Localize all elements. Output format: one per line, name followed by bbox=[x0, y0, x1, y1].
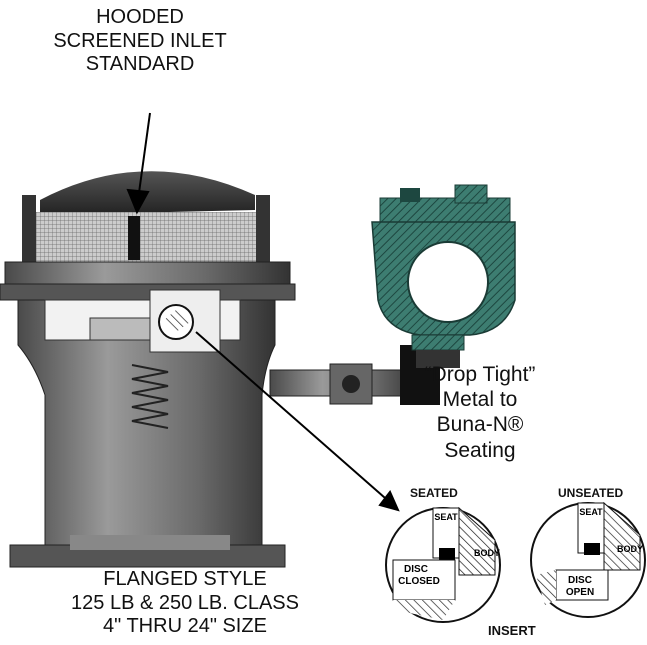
label-line: “Drop Tight” bbox=[424, 363, 536, 386]
inlet-screen bbox=[36, 212, 256, 262]
small-air-valve bbox=[371, 184, 516, 368]
label-line: Buna-N® bbox=[436, 413, 524, 437]
seat-label: SEAT bbox=[579, 507, 603, 517]
label-line: FLANGED STYLE bbox=[103, 568, 267, 590]
unseated-detail: SEAT BODY DISC OPEN bbox=[530, 501, 646, 618]
hooded-inlet-label: HOODED SCREENED INLET STANDARD bbox=[20, 6, 260, 77]
seat-label: SEAT bbox=[434, 512, 458, 522]
label-line: Seating bbox=[444, 438, 516, 462]
large-air-valve bbox=[0, 171, 296, 568]
label-line: Metal to bbox=[442, 388, 518, 412]
seated-title: SEATED bbox=[410, 486, 458, 500]
disc-label: DISC bbox=[568, 575, 592, 586]
drop-tight-label: “Drop Tight” Metal to Buna-N® Seating bbox=[400, 362, 560, 463]
disc-state-label: CLOSED bbox=[398, 576, 440, 587]
label-line: 125 LB & 250 LB. CLASS bbox=[71, 591, 299, 614]
pointer-arrows bbox=[126, 112, 400, 512]
label-line: SCREENED INLET bbox=[53, 29, 227, 52]
insert-title: INSERT bbox=[488, 623, 536, 638]
seated-detail: SEAT BODY DISC CLOSED bbox=[385, 506, 501, 623]
flanged-style-label: FLANGED STYLE 125 LB & 250 LB. CLASS 4" … bbox=[40, 568, 330, 639]
unseated-title: UNSEATED bbox=[558, 486, 624, 500]
body-label: BODY bbox=[617, 544, 643, 554]
label-line: HOODED bbox=[96, 6, 184, 28]
label-line: 4" THRU 24" SIZE bbox=[103, 615, 267, 638]
disc-state-label: OPEN bbox=[566, 587, 594, 598]
label-line: STANDARD bbox=[85, 53, 195, 76]
disc-label: DISC bbox=[404, 564, 428, 575]
body-label: BODY bbox=[474, 548, 500, 558]
